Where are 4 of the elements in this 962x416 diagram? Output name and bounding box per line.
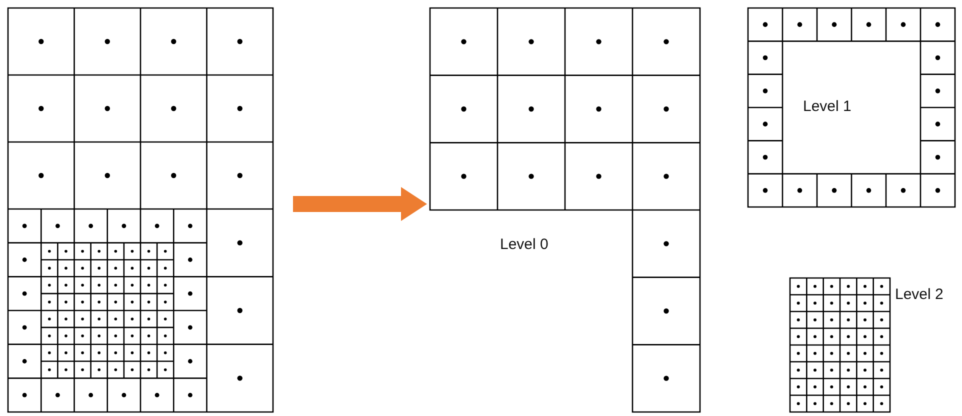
level-label: Level 1 bbox=[803, 98, 852, 115]
level-label: Level 0 bbox=[500, 236, 548, 253]
level-label: Level 2 bbox=[895, 286, 944, 303]
arrow bbox=[293, 187, 427, 221]
